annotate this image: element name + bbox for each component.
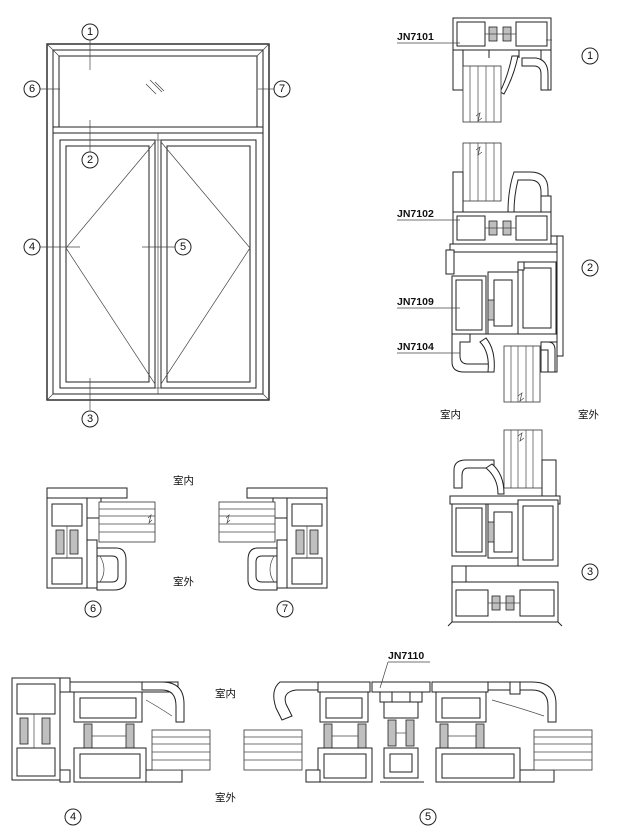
- section-marker-5: 5: [425, 811, 431, 823]
- marker-3: 3: [87, 413, 93, 425]
- section-marker-2: 2: [587, 262, 593, 274]
- section-4: 室内 室外 4: [11, 677, 236, 826]
- profile-label-jn7109: JN7109: [397, 296, 434, 308]
- section-marker-4: 4: [70, 811, 76, 823]
- marker-5: 5: [180, 241, 186, 253]
- marker-4: 4: [29, 241, 35, 253]
- label-indoor-4: 室内: [215, 687, 236, 700]
- section-6: 室内 室外 6: [46, 474, 194, 618]
- profile-label-jn7101: JN7101: [397, 31, 434, 43]
- section-vertical: JN7101 JN7102 JN7109 JN7104 1 2 3 室内 室外: [397, 17, 599, 627]
- section-2: [445, 142, 564, 403]
- section-marker-1: 1: [587, 50, 593, 62]
- profile-label-jn7110: JN7110: [388, 650, 424, 662]
- section-1: [452, 17, 552, 123]
- section-5: JN7110 5: [243, 650, 593, 826]
- profile-label-jn7102: JN7102: [397, 208, 434, 220]
- profile-label-jn7104: JN7104: [397, 341, 434, 353]
- label-outdoor-4: 室外: [215, 791, 236, 804]
- label-outdoor-right: 室外: [578, 408, 599, 421]
- window-elevation: [40, 40, 274, 410]
- label-outdoor-6: 室外: [173, 575, 194, 588]
- section-marker-6: 6: [90, 603, 96, 615]
- marker-6: 6: [29, 83, 35, 95]
- section-marker-3: 3: [587, 566, 593, 578]
- marker-7: 7: [279, 83, 285, 95]
- section-3: [447, 429, 563, 627]
- marker-1: 1: [87, 26, 93, 38]
- section-marker-7: 7: [282, 603, 288, 615]
- marker-2: 2: [87, 154, 93, 166]
- label-indoor-6: 室内: [173, 474, 194, 487]
- window-markers: 1 2 3 6 7 4 5: [23, 23, 291, 428]
- label-indoor-right: 室内: [440, 408, 461, 421]
- section-7: 7: [218, 487, 328, 618]
